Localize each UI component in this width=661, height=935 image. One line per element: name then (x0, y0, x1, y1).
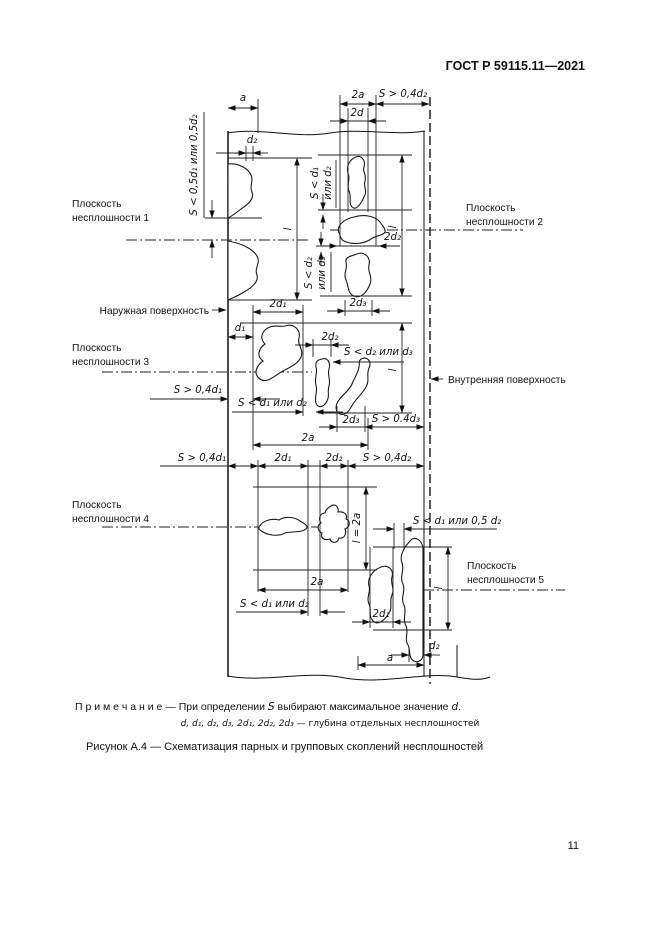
dim-label-s-05-rotated: S < 0,5d₁ или 0,5d₂ (189, 114, 200, 215)
plane2-label-line1: Плоскость (466, 203, 515, 214)
plane3-label-line2: несплошности 3 (72, 357, 149, 368)
plane5-label-line2: несплошности 5 (467, 575, 544, 586)
plane1-label-line2: несплошности 1 (72, 213, 149, 224)
dim-label-l-plane3: l (388, 368, 399, 371)
note-text-1: — При определении (162, 701, 268, 713)
dim-label-l-plane1: l (283, 227, 294, 230)
note-var-d: d (451, 701, 459, 713)
discontinuity-blob (367, 565, 394, 624)
dim-label-2a-plane4: 2a (311, 577, 324, 588)
discontinuity-blob (255, 324, 303, 382)
dim-label-s-04d1-plane3: S > 0,4d₁ (174, 385, 222, 396)
plane1-label-line1: Плоскость (72, 199, 121, 210)
page-number: 11 (567, 840, 579, 852)
dim-label-2d2-plane4: 2d₂ (325, 453, 342, 464)
plane2-label-line2: несплошности 2 (466, 217, 543, 228)
dim-label-l-plane2: l (388, 225, 399, 228)
dim-label-s-lt-d1-ili-d2-plane4: S < d₁ или d₂ (240, 599, 309, 610)
dim-label-s-lt-d1-rotated-2: или d₂ (323, 166, 334, 200)
discontinuity-blob (258, 516, 308, 536)
dim-label-2d1-plane3: 2d₁ (269, 299, 286, 310)
discontinuity-blob (227, 163, 254, 219)
figure-caption: Рисунок А.4 — Схематизация парных и груп… (86, 741, 484, 753)
discontinuity-blob (314, 358, 331, 408)
discontinuity-blob (317, 504, 350, 543)
plane3-label-line1: Плоскость (72, 343, 121, 354)
dim-label-l-eq-2a-plane4: l = 2a (352, 513, 363, 544)
note-paragraph: П р и м е ч а н и е — При определении S … (75, 701, 595, 713)
discontinuities (227, 156, 424, 663)
dim-label-a-plane5: a (387, 653, 393, 664)
note-period: . (458, 701, 462, 713)
dim-label-d1-plane3: d₁ (235, 323, 246, 334)
dim-label-s-04d2-plane4: S > 0,4d₂ (363, 453, 411, 464)
discontinuity-blob (337, 215, 386, 244)
note-text-2: выбирают максимальное значение (274, 701, 452, 713)
wall-section (227, 97, 491, 684)
dim-label-2d1-plane5: 2d₁ (372, 609, 389, 620)
discontinuity-blob (400, 537, 424, 663)
legend-variables: d, d₁, d₂, d₃, 2d₁, 2d₂, 2d₃ (180, 719, 294, 729)
outer-surface-label: Наружная поверхность (100, 306, 209, 317)
dim-label-a-top: a (240, 93, 246, 104)
plane4-label-line1: Плоскость (72, 500, 121, 511)
dim-label-s-04d3-plane3: S > 0.4d₃ (372, 414, 420, 425)
dim-label-2d1-plane4: 2d₁ (274, 453, 291, 464)
discontinuity-blob (346, 156, 367, 209)
dim-label-s-lt-d1-ili-05d2-plane5: S < d₁ или 0,5 d₂ (413, 516, 501, 527)
dim-label-s-lt-d2-rotated-2: или d₃ (317, 256, 328, 290)
note-var-s: S (267, 701, 275, 713)
plane5-label-line1: Плоскость (467, 561, 516, 572)
dim-label-2d3-plane2: 2d₃ (349, 298, 366, 309)
dim-label-s-lt-d2-rotated-1: S < d₂ (304, 257, 315, 289)
dim-label-2d-top: 2d (351, 108, 364, 119)
legend-line: d, d₁, d₂, d₃, 2d₁, 2d₂, 2d₃ — глубина о… (110, 719, 550, 729)
dim-label-d2-plane5: d₂ (429, 641, 440, 652)
note-label: П р и м е ч а н и е (75, 701, 163, 713)
dim-label-s-04d2-top: S > 0,4d₂ (379, 89, 427, 100)
discontinuity-blob (335, 357, 371, 415)
inner-surface-label: Внутренняя поверхность (448, 375, 566, 386)
dim-label-l-plane5: l (434, 586, 445, 589)
dimension-arrows (150, 101, 497, 668)
dim-label-2a-top: 2a (352, 90, 365, 101)
discontinuity-blob (227, 240, 259, 301)
bottom-break-edge (227, 674, 491, 681)
dim-label-s-lt-d2-ili-d3-plane3: S < d₂ или d₃ (344, 347, 413, 358)
discontinuity-blob (344, 252, 372, 298)
top-break-edge (227, 130, 426, 136)
legend-text: — глубина отдельных несплошностей (293, 719, 480, 729)
dim-label-s-lt-d1-rotated-1: S < d₁ (310, 167, 321, 199)
dim-label-s-lt-d1-ili-d2-plane3: S < d₁ или d₂ (238, 398, 307, 409)
dim-label-2d2-plane2: 2d₂ (384, 232, 401, 243)
dim-label-s-04d1-plane4: S > 0,4d₁ (178, 453, 226, 464)
plane4-label-line2: несплошности 4 (72, 514, 149, 525)
dim-label-2a-plane3: 2a (302, 433, 315, 444)
dim-label-2d3-plane3: 2d₃ (342, 415, 359, 426)
standard-header: ГОСТ Р 59115.11—2021 (445, 59, 585, 73)
dim-label-d2-top: d₂ (247, 135, 258, 146)
dim-label-2d2-plane3: 2d₂ (321, 332, 338, 343)
